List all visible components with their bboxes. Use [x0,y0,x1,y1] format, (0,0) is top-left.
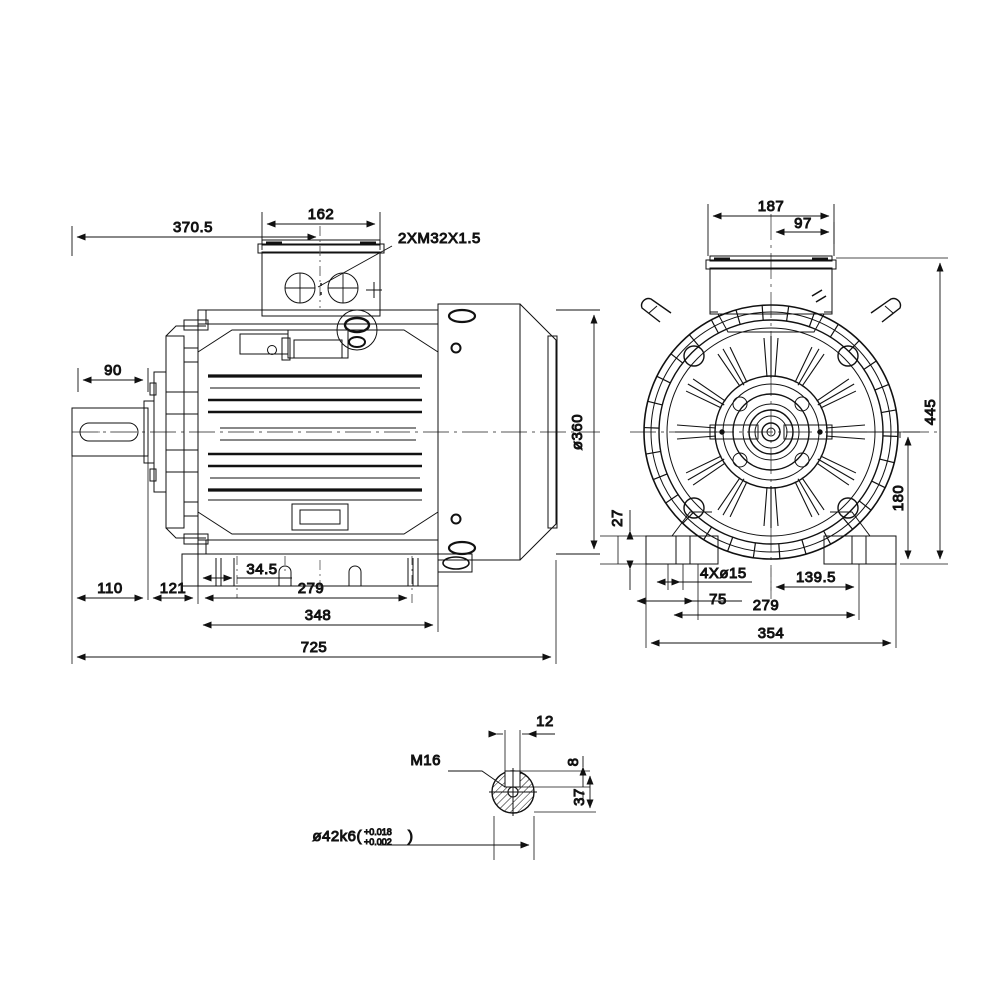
fan-cowl-end [643,304,899,560]
shaft-tol-lower: +0.002 [364,837,392,847]
dim-75: 75 [709,591,727,608]
bottom-drain-plate [291,503,349,531]
dim-725: 725 [301,639,328,656]
shaft-tol-upper: +0.018 [364,827,392,837]
dim-279-side: 279 [298,580,325,597]
dim-34-5: 34.5 [246,561,277,578]
outer-cooling-ribs [644,305,898,559]
dim-445: 445 [922,399,939,426]
callout-2xm32: 2XM32X1.5 [398,230,481,247]
dim-97: 97 [794,215,812,232]
dim-110: 110 [97,580,122,597]
end-view-dimensions [600,204,948,648]
dim-8: 8 [565,758,582,767]
cooling-fins [208,374,422,501]
mounting-feet-end [645,511,897,565]
end-view: 187 97 27 75 139.5 279 354 180 445 4Xø15 [600,198,948,648]
dim-354: 354 [758,625,785,642]
dim-187: 187 [758,198,785,215]
dim-37: 37 [571,788,588,806]
top-access-plate [239,329,349,361]
dim-27: 27 [609,509,626,527]
dim-180: 180 [890,485,907,512]
dim-90: 90 [104,362,122,379]
side-view-dimensions [71,212,600,664]
dim-121: 121 [160,580,187,597]
drive-end-flange [149,319,209,545]
shaft-spec-close-paren: ) [408,828,414,845]
dim-dia-360: ø360 [569,414,586,450]
terminal-box-end [705,255,837,333]
air-inlet-slot-top [447,308,477,324]
callout-4xo15: 4Xø15 [700,565,747,582]
callout-m16: M16 [410,752,441,769]
side-view: 370.5 162 90 110 121 34.5 279 348 725 ø3… [71,206,600,664]
eye-bolts [640,297,902,323]
fan-cowl [437,303,558,561]
dim-279-end: 279 [753,597,780,614]
air-inlet-slot-bottom [447,540,477,556]
fan-cowl-hub [709,375,833,489]
dim-370-5: 370.5 [173,219,213,236]
shaft-detail-dimensions [378,730,596,860]
shaft-diameter-spec: ø42k6( [312,828,362,845]
dim-12: 12 [536,713,554,730]
dim-348: 348 [305,607,332,624]
dim-162: 162 [308,206,335,223]
dim-139-5: 139.5 [796,569,836,586]
shaft-detail: 12 8 37 M16 ø42k6( +0.018 +0.002 ) [312,713,596,860]
terminal-box [257,239,385,317]
base-feet [181,553,473,587]
cowl-bolt-bosses [683,345,859,519]
